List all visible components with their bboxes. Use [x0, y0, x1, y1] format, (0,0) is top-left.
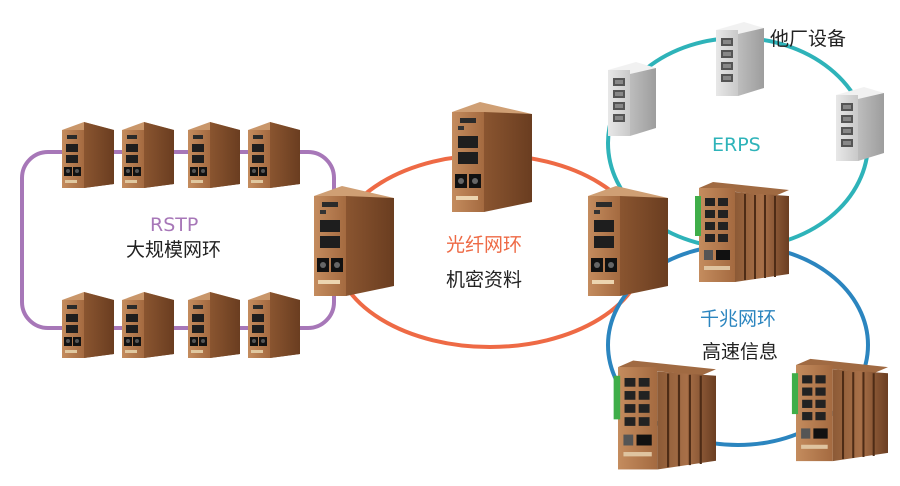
- rstp-desc-label: 大规模网环: [126, 239, 222, 261]
- third-party-switch-3: [836, 87, 884, 161]
- rstp-switch-top-4: [248, 122, 300, 188]
- gigabit-desc-label: 高速信息: [702, 341, 779, 363]
- fiber-protocol-label: 光纤网环: [446, 234, 523, 256]
- rstp-protocol-label: RSTP: [150, 214, 199, 236]
- rstp-switch-top-1: [62, 122, 114, 188]
- rstp-switch-bottom-2: [122, 292, 174, 358]
- third-party-switch-2: [716, 22, 764, 96]
- erps-protocol-label: ERPS: [712, 134, 761, 156]
- gigabit-switch-top: [693, 180, 791, 284]
- rstp-switch-bottom-4: [248, 292, 300, 358]
- erps-desc-label: 他厂设备: [770, 28, 847, 50]
- gigabit-switch-bottom-left: [612, 359, 718, 471]
- fiber-switch-right: [588, 186, 668, 296]
- fiber-desc-label: 机密资料: [446, 269, 523, 291]
- gigabit-protocol-label: 千兆网环: [700, 308, 777, 330]
- third-party-switch-1: [608, 62, 656, 136]
- rstp-switch-bottom-3: [188, 292, 240, 358]
- rstp-switch-bottom-1: [62, 292, 114, 358]
- rstp-switch-top-3: [188, 122, 240, 188]
- fiber-switch-left: [314, 186, 394, 296]
- fiber-switch-top: [452, 102, 532, 212]
- rstp-switch-top-2: [122, 122, 174, 188]
- gigabit-switch-bottom-right: [790, 357, 890, 463]
